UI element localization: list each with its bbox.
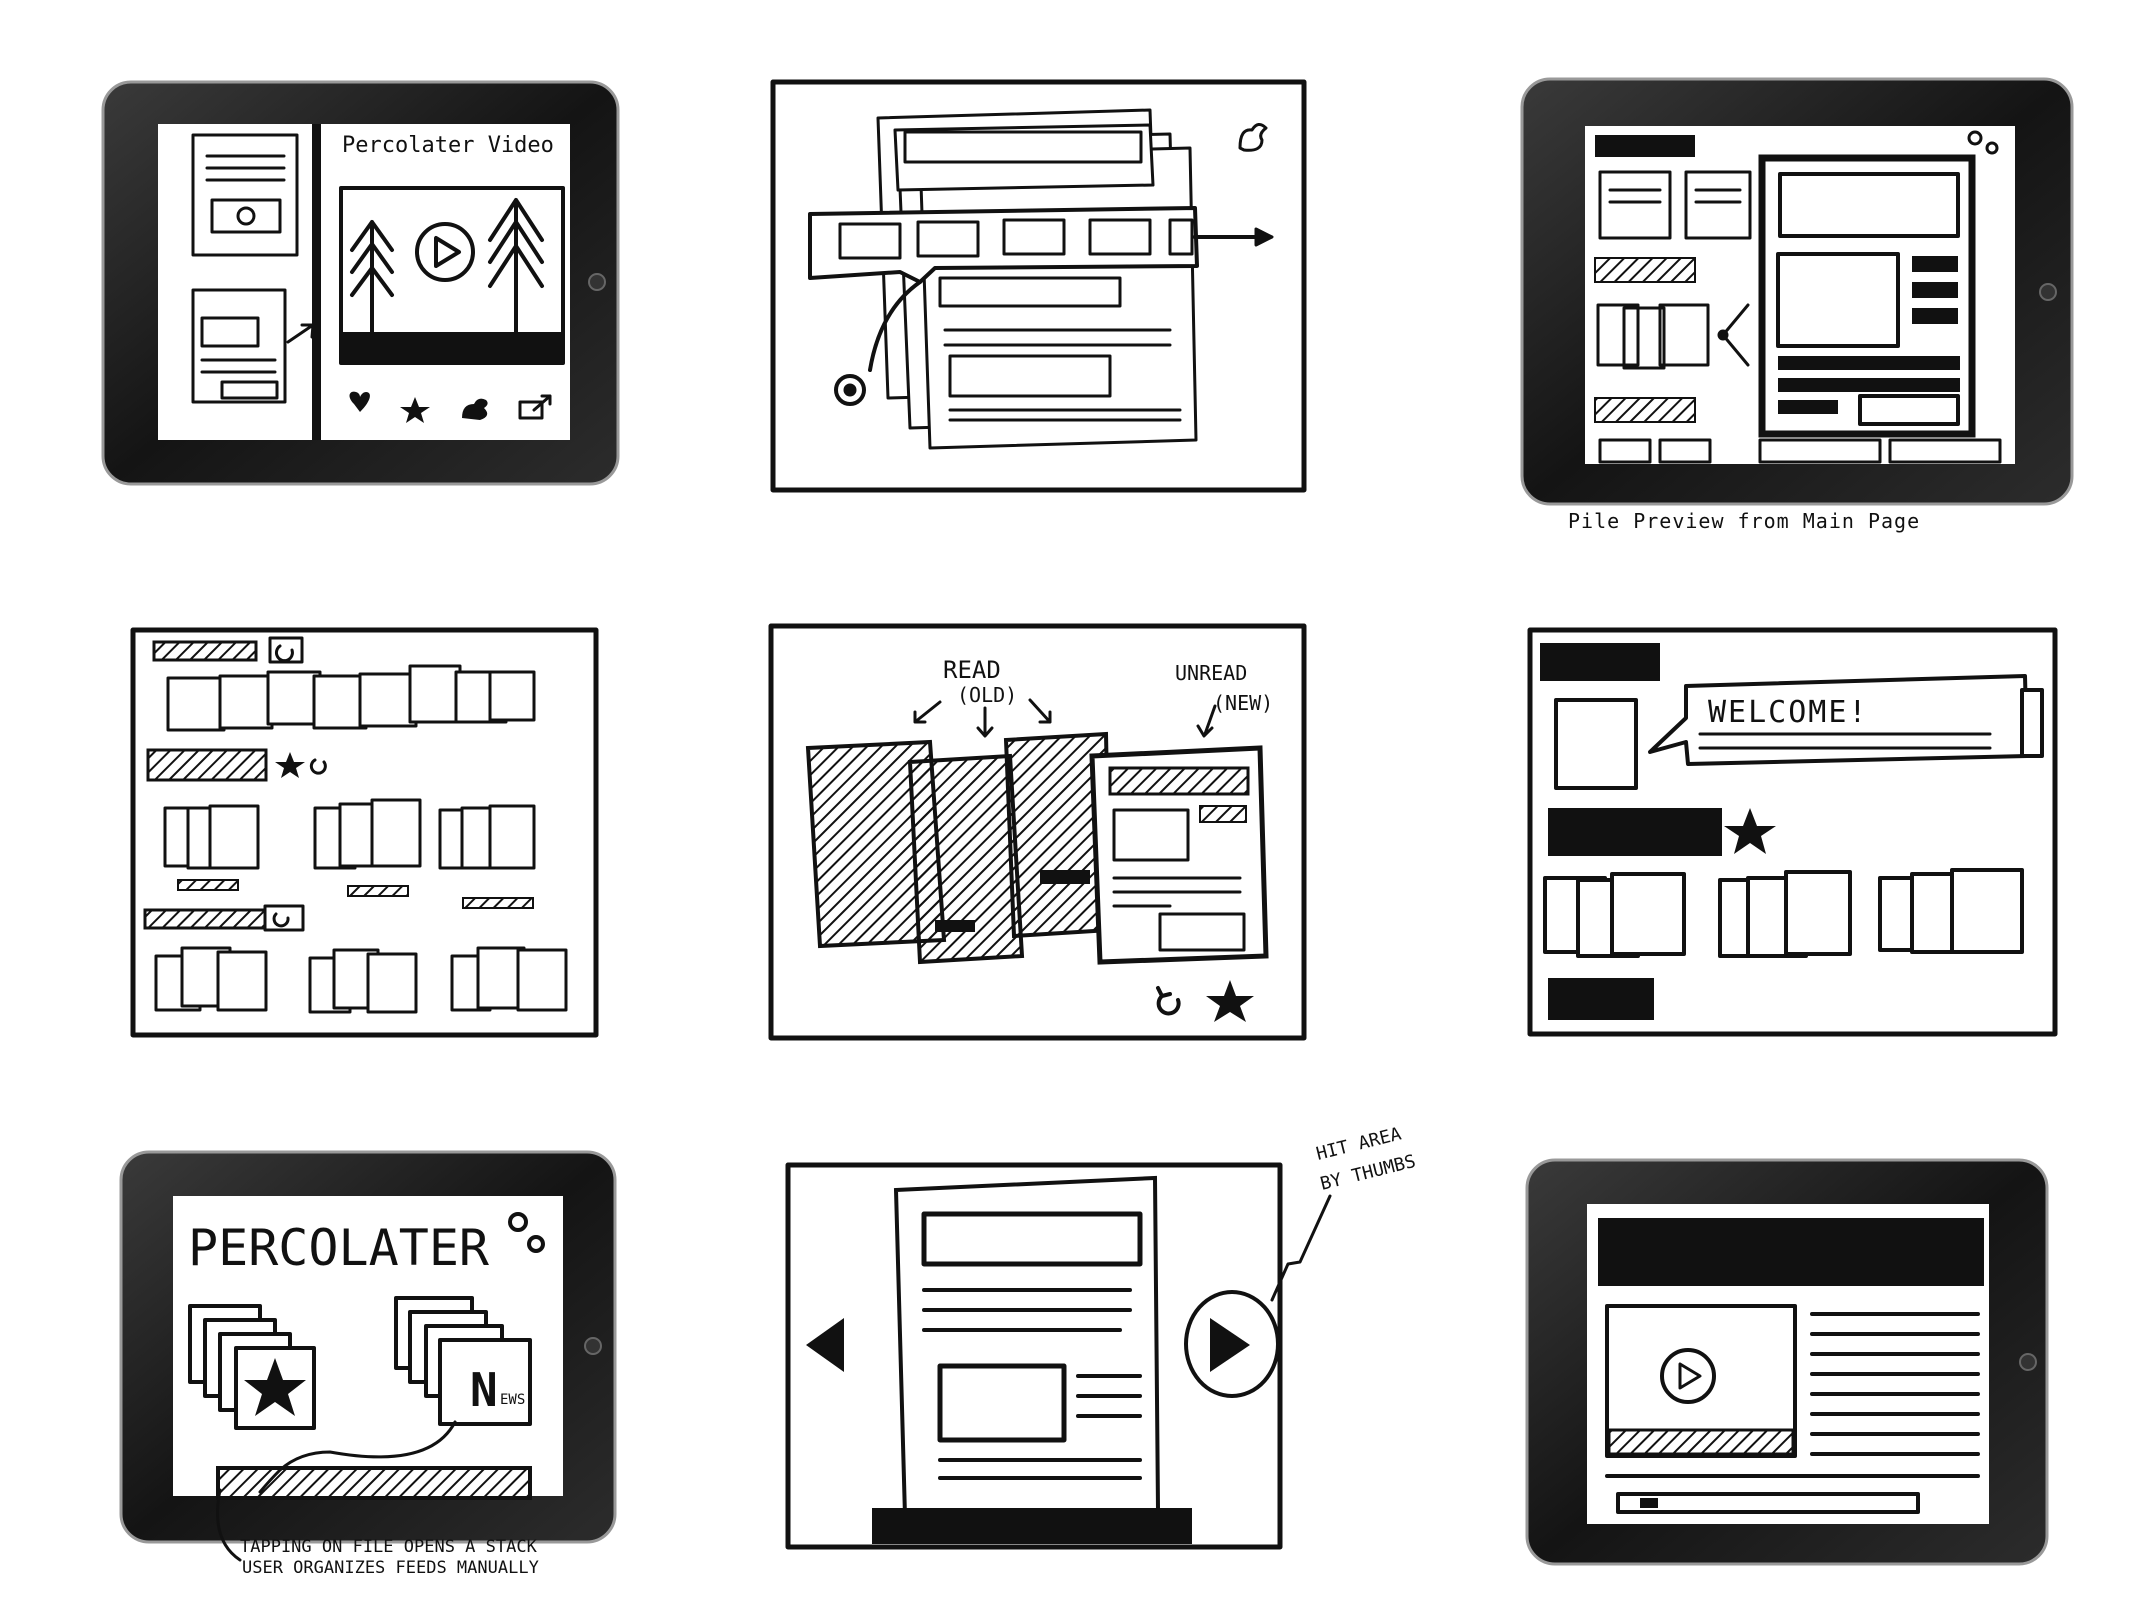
progress-thumb[interactable] <box>1640 1498 1658 1508</box>
next-arrow-icon[interactable] <box>1210 1318 1250 1372</box>
read-label: READ <box>943 656 1001 684</box>
panel-pile-rows <box>130 627 599 1038</box>
pile-preview-caption: Pile Preview from Main Page <box>1568 509 1920 533</box>
panel-read-unread: READ (OLD) UNREAD (NEW) <box>768 623 1307 1041</box>
progress-track[interactable] <box>1616 1492 1920 1514</box>
panel-article-ipad <box>1525 1158 2049 1566</box>
settings-gears-icon[interactable] <box>1967 130 1999 155</box>
panel-pile-preview: Pile Preview from Main Page <box>1520 77 2074 533</box>
share-icon[interactable] <box>518 394 552 420</box>
panel-carousel <box>770 79 1307 493</box>
news-letter: N <box>470 1363 498 1417</box>
news-pile[interactable] <box>394 1296 532 1426</box>
read-sub-label: (OLD) <box>957 683 1017 707</box>
settings-gears-icon[interactable] <box>508 1212 545 1253</box>
panel-video-ipad: Percolater Video <box>101 80 620 486</box>
welcome-message: WELCOME! <box>1708 695 1869 730</box>
panel-article-nav: HIT AREA BY THUMBS <box>785 1123 1418 1550</box>
video-title: Percolater Video <box>342 133 554 158</box>
refresh-icon[interactable] <box>268 636 304 664</box>
unread-sub-label: (NEW) <box>1213 691 1273 715</box>
news-small-text: EWS <box>500 1392 525 1408</box>
panel-welcome: WELCOME! <box>1527 627 2058 1037</box>
star-icon[interactable] <box>400 397 430 423</box>
caption-line-2: USER ORGANIZES FEEDS MANUALLY <box>242 1558 539 1578</box>
previous-arrow-icon[interactable] <box>806 1318 844 1372</box>
unread-label: UNREAD <box>1175 661 1247 685</box>
duck-icon[interactable] <box>462 398 488 420</box>
panel-percolater-home: PERCOLATER N EWS TAPPING ON FILE OPENS A… <box>119 1150 617 1578</box>
caption-line-1: TAPPING ON FILE OPENS A STACK <box>240 1537 538 1557</box>
star-icon[interactable] <box>1206 980 1254 1022</box>
app-title: PERCOLATER <box>188 1219 490 1277</box>
heart-icon[interactable] <box>349 391 370 412</box>
